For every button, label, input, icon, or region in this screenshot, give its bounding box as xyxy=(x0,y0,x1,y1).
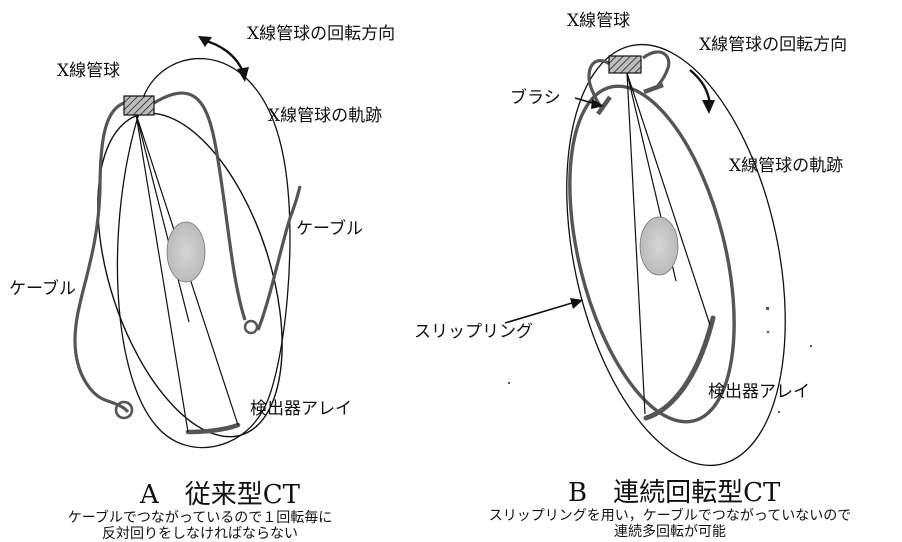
panel-b xyxy=(504,43,812,467)
xray-tube-b xyxy=(608,55,642,74)
caption-desc-a: ケーブルでつながっているので１回転毎に 反対回りをしなければならない xyxy=(40,510,360,542)
slip-ring-pointer-head-b xyxy=(570,298,583,309)
rotation-arrowhead-a-start xyxy=(198,36,212,47)
caption-title-b: B 連続回転型CT xyxy=(568,478,781,508)
label-trajectory-a: X線管球の軌跡 xyxy=(268,106,383,126)
xray-tube-a xyxy=(123,95,155,116)
caption-desc-a-line1: ケーブルでつながっているので１回転毎に xyxy=(67,510,333,526)
rotation-arrowhead-b xyxy=(702,100,715,114)
cable-right-a xyxy=(153,91,247,321)
caption-title-a: A 従来型CT xyxy=(140,480,301,510)
rotation-arrowhead-a-end xyxy=(237,67,249,82)
patient-body-a xyxy=(166,221,206,283)
rotation-arrow-a xyxy=(201,38,245,73)
detector-array-b xyxy=(643,315,716,421)
brush-left-b xyxy=(596,95,612,116)
detector-array-a xyxy=(185,422,241,435)
brush-pointer-head-b xyxy=(591,99,604,109)
cable-right-tail-a xyxy=(256,185,302,331)
label-cable-left-a: ケーブル xyxy=(9,279,76,299)
caption-desc-b: スリップリングを用い，ケーブルでつながっていないので 連続多回転が可能 xyxy=(450,508,890,540)
label-detector-a: 検出器アレイ xyxy=(250,399,352,419)
cable-left-a xyxy=(73,101,130,414)
label-trajectory-b: X線管球の軌跡 xyxy=(729,156,844,176)
tube-trajectory-b xyxy=(566,43,786,467)
label-slip-ring-b: スリップリング xyxy=(414,322,533,342)
label-xray-tube-b: X線管球 xyxy=(567,11,631,31)
patient-body-b xyxy=(639,216,679,276)
cable-loop-left-a xyxy=(114,400,134,420)
caption-desc-b-line2: 連続多回転が可能 xyxy=(614,524,726,540)
label-detector-b: 検出器アレイ xyxy=(708,382,810,402)
cable-loop-right-a xyxy=(243,319,259,335)
panel-a xyxy=(73,36,302,449)
slip-ring-pointer-b xyxy=(504,302,573,324)
label-rotation-direction-a: X線管球の回転方向 xyxy=(247,24,396,44)
label-brush-b: ブラシ xyxy=(510,88,561,108)
caption-desc-a-line2: 反対回りをしなければならない xyxy=(102,526,298,542)
scan-specks-b xyxy=(508,307,812,413)
brush-right-b xyxy=(643,82,664,95)
tube-trajectory-a xyxy=(116,58,291,449)
label-rotation-direction-b: X線管球の回転方向 xyxy=(699,35,848,55)
label-xray-tube-a: X線管球 xyxy=(57,61,121,81)
label-cable-right-a: ケーブル xyxy=(296,219,363,239)
slip-ring-b xyxy=(568,84,736,424)
caption-desc-b-line1: スリップリングを用い，ケーブルでつながっていないので xyxy=(488,508,852,524)
cable-right-b xyxy=(642,50,671,89)
